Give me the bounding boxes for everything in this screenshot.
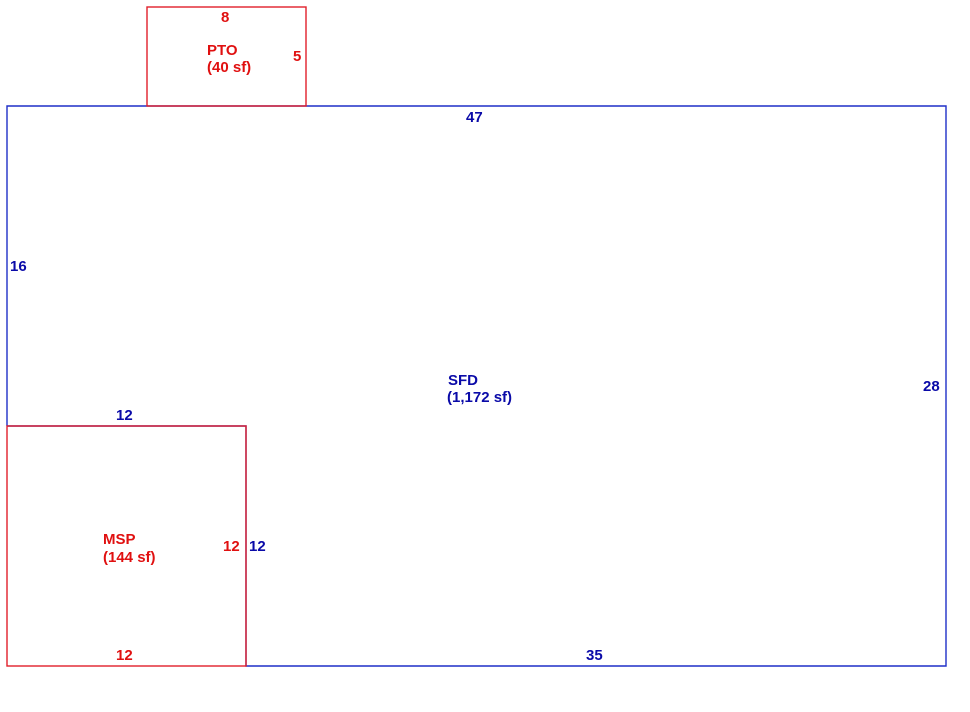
pto-name-label: PTO [207,42,238,59]
sfd-dim-left: 16 [10,258,27,275]
sfd-dim-right: 28 [923,378,940,395]
sfd-dim-bottom: 35 [586,647,603,664]
msp-outline [6,425,247,667]
sfd-area-label: (1,172 sf) [447,389,512,406]
msp-dim-bottom: 12 [116,647,133,664]
pto-structure [146,6,307,107]
sfd-dim-top: 47 [466,109,483,126]
pto-dim-right: 5 [293,48,301,65]
msp-structure [6,425,247,667]
sfd-name-label: SFD [448,372,478,389]
pto-outline [146,6,307,107]
msp-name-label: MSP [103,531,136,548]
msp-dim-right: 12 [223,538,240,555]
pto-area-label: (40 sf) [207,59,251,76]
sfd-dim-notch-side: 12 [249,538,266,555]
sfd-dim-notch-top: 12 [116,407,133,424]
msp-area-label: (144 sf) [103,549,156,566]
pto-dim-top: 8 [221,9,229,26]
